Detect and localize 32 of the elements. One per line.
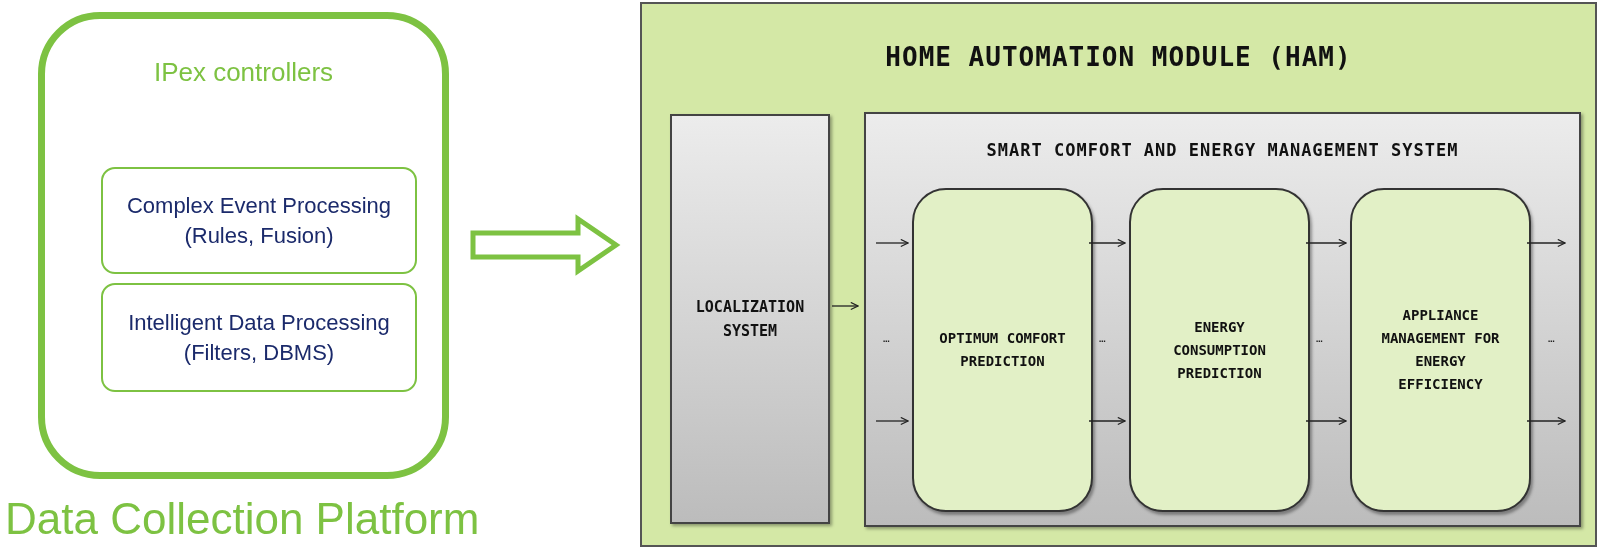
- system-panel: [864, 112, 1581, 527]
- arrow: [831, 301, 859, 311]
- arrow: [1305, 416, 1347, 426]
- arrow: [1305, 238, 1347, 248]
- arrow: [875, 238, 909, 248]
- arrow: [1088, 416, 1126, 426]
- platform-title: Data Collection Platform: [5, 494, 481, 544]
- ellipsis: …: [883, 332, 890, 345]
- arrow: [1526, 416, 1566, 426]
- process-box: [1129, 188, 1310, 512]
- ellipsis: …: [1316, 332, 1323, 345]
- module-panel: [640, 2, 1597, 547]
- ellipsis: …: [1548, 332, 1555, 345]
- arrow: [1088, 238, 1126, 248]
- process-box: [101, 283, 417, 392]
- process-text: ENERGY CONSUMPTION PREDICTION: [1172, 317, 1267, 383]
- process-text: OPTIMUM COMFORT PREDICTION: [938, 329, 1067, 371]
- process-box: [912, 188, 1093, 512]
- ellipsis: …: [1099, 332, 1106, 345]
- process-text: APPLIANCE MANAGEMENT FOR ENERGY EFFICIENCY: [1380, 306, 1501, 394]
- system-box: [670, 114, 830, 524]
- process-box: [101, 167, 417, 274]
- heading: IPex controllers: [152, 57, 335, 88]
- process-text: Complex Event Processing (Rules, Fusion): [125, 191, 393, 250]
- arrow: [875, 416, 909, 426]
- module-title: HOME AUTOMATION MODULE (HAM): [884, 42, 1353, 72]
- process-box: [1350, 188, 1531, 512]
- system-text: LOCALIZATION SYSTEM: [694, 297, 806, 342]
- process-text: Intelligent Data Processing (Filters, DBMS): [127, 308, 391, 367]
- block-arrow: [470, 214, 621, 276]
- arrow: [1526, 238, 1566, 248]
- panel-title: SMART COMFORT AND ENERGY MANAGEMENT SYSTEM: [985, 140, 1460, 160]
